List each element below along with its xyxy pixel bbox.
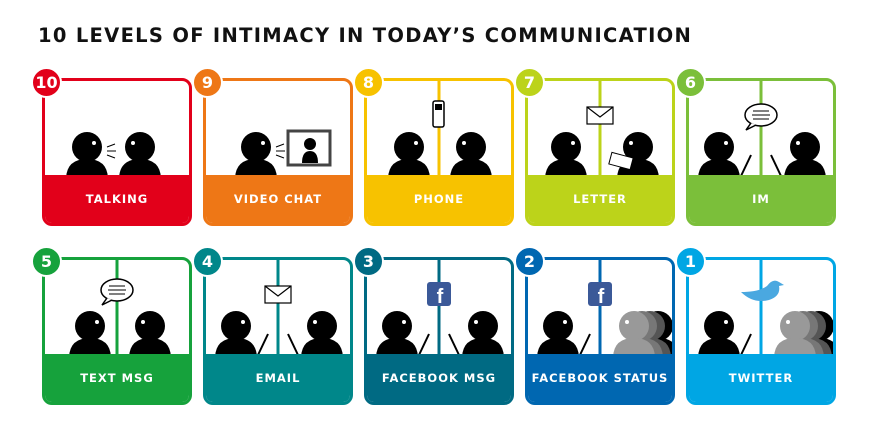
level-card-video-chat: VIDEO CHAT <box>203 78 353 226</box>
person-icon <box>69 311 111 357</box>
video-screen-icon <box>235 129 332 178</box>
talking-people-icon <box>66 132 161 178</box>
envelope-icon <box>264 285 292 304</box>
svg-text:f: f <box>598 286 605 308</box>
phone-icon <box>388 81 492 178</box>
level-label: EMAIL <box>206 354 350 402</box>
phone-icon <box>432 100 445 128</box>
level-card-twitter: TWITTER <box>686 257 836 405</box>
level-label: TEXT MSG <box>45 354 189 402</box>
person-icon <box>301 311 343 357</box>
envelope-icon <box>545 81 659 178</box>
chat-bubble-icon <box>69 260 171 357</box>
chat-bubble-icon <box>100 278 134 306</box>
person-icon <box>774 311 816 357</box>
level-card-facebook-status: f FACEBOOK STATUS <box>525 257 675 405</box>
person-icon <box>235 132 277 178</box>
person-icon <box>66 132 108 178</box>
chat-bubble-icon <box>744 103 778 131</box>
level-number-badge: 5 <box>31 246 62 277</box>
person-icon <box>215 311 257 357</box>
person-icon <box>450 132 492 178</box>
level-card-talking: TALKING <box>42 78 192 226</box>
level-number-badge: 1 <box>675 246 706 277</box>
envelope-icon <box>215 260 343 357</box>
level-card-letter: LETTER <box>525 78 675 226</box>
level-label: FACEBOOK MSG <box>367 354 511 402</box>
level-number-badge: 10 <box>31 67 62 98</box>
level-number-badge: 6 <box>675 67 706 98</box>
level-label: TWITTER <box>689 354 833 402</box>
level-number-badge: 8 <box>353 67 384 98</box>
level-label: TALKING <box>45 175 189 223</box>
facebook-icon: f <box>588 282 612 308</box>
person-icon <box>545 132 587 178</box>
person-icon <box>462 311 504 357</box>
video-screen-icon <box>286 129 332 167</box>
level-card-im: IM <box>686 78 836 226</box>
person-icon <box>129 311 171 357</box>
level-label: PHONE <box>367 175 511 223</box>
person-icon <box>613 311 655 357</box>
person-icon <box>698 132 740 178</box>
facebook-icon: f <box>537 260 672 357</box>
level-label: LETTER <box>528 175 672 223</box>
facebook-icon: f <box>376 260 504 357</box>
level-number-badge: 3 <box>353 246 384 277</box>
level-card-email: EMAIL <box>203 257 353 405</box>
person-icon <box>784 132 826 178</box>
twitter-bird-icon <box>741 280 784 301</box>
level-label: IM <box>689 175 833 223</box>
level-label: VIDEO CHAT <box>206 175 350 223</box>
person-icon <box>119 132 161 178</box>
envelope-icon <box>586 106 614 125</box>
level-label: FACEBOOK STATUS <box>528 354 672 402</box>
level-number-badge: 4 <box>192 246 223 277</box>
infographic-title: 10 LEVELS OF INTIMACY IN TODAY’S COMMUNI… <box>38 24 693 47</box>
chat-bubble-icon <box>698 81 826 178</box>
level-number-badge: 9 <box>192 67 223 98</box>
twitter-bird-icon <box>698 260 833 357</box>
crowd-of-followers-icon <box>613 311 672 357</box>
person-icon <box>388 132 430 178</box>
person-icon <box>537 311 579 357</box>
person-icon <box>698 311 740 357</box>
person-icon <box>376 311 418 357</box>
level-card-phone: PHONE <box>364 78 514 226</box>
level-card-facebook-msg: f FACEBOOK MSG <box>364 257 514 405</box>
facebook-icon: f <box>427 282 451 308</box>
svg-text:f: f <box>437 286 444 308</box>
level-number-badge: 7 <box>514 67 545 98</box>
crowd-of-followers-icon <box>774 311 833 357</box>
level-card-text-msg: TEXT MSG <box>42 257 192 405</box>
level-number-badge: 2 <box>514 246 545 277</box>
